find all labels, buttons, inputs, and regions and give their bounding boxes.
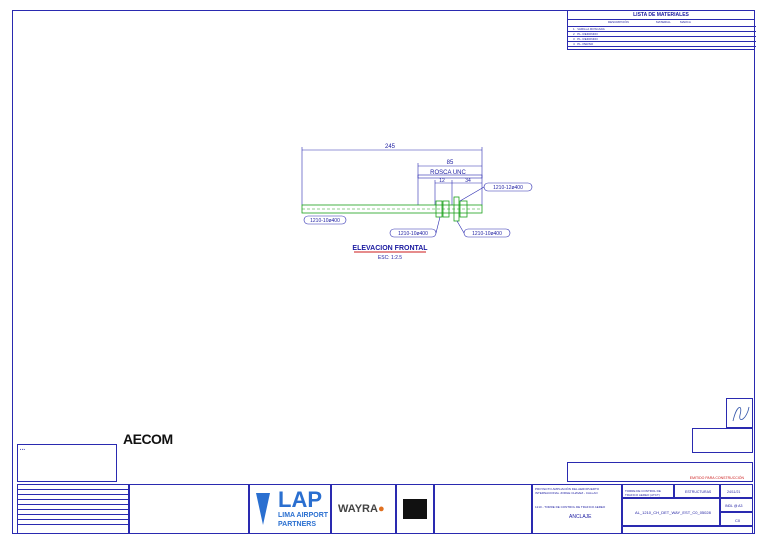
table-row: 1 VARILLA ROSCADA [568, 27, 756, 32]
facility-cell: TORRE DE CONTROL DE TRAFICO AEREO (ATCT) [622, 484, 674, 498]
discipline-name: ESTRUCTURAS [685, 490, 712, 494]
sheet-size-cell: INDL @ A3 [720, 498, 753, 512]
view-title: ELEVACION FRONTAL [352, 245, 428, 252]
materials-header-desc: DESCRIPCIÓN [608, 20, 629, 24]
contractor-logo-cell: WAYRA● [331, 484, 396, 534]
wayra-logo: WAYRA● [338, 503, 385, 515]
tag-rod: 1210-10ø400 [310, 218, 340, 224]
revision-history-table [17, 484, 129, 534]
project-info-cell [434, 484, 532, 534]
general-notes-cell [129, 484, 249, 534]
client-logo-cell: LAP LIMA AIRPORT PARTNERS [249, 484, 331, 534]
revision-value: C0 [735, 518, 741, 523]
bottom-strip [622, 526, 753, 534]
thread-label: ROSCA UNC [430, 170, 466, 176]
date-value: 24/11/21 [727, 490, 741, 494]
dim-total-label: 245 [385, 144, 396, 150]
notes-box: ▸ ▸ ▸ [17, 444, 117, 482]
tag-bottom-2: 1210-10ø400 [472, 231, 502, 237]
drawing-number-cell: AL_1210_CH_DET_WAY_EST_C0_05028 [622, 498, 720, 526]
table-row: 3 PL. REDONDO [568, 37, 756, 42]
aecom-logo: AECOM [123, 431, 173, 447]
project-title-cell: PROYECTO AMPLIACIÓN DEL AEROPUERTO INTER… [532, 484, 622, 534]
revision-cell: C0 [720, 512, 753, 526]
revision-block: EMITIDO PARA CONSTRUCCIÓN [567, 462, 753, 482]
tag-bottom-1: 1210-10ø400 [398, 231, 428, 237]
table-row: 4 PL. PERNO [568, 42, 756, 47]
lap-logo-text: LAP [278, 487, 322, 512]
designer-logo [403, 499, 427, 519]
aecom-info-block [123, 452, 168, 480]
dim-12-label: 12 [439, 178, 445, 184]
nut-right [459, 200, 468, 218]
dim-34-label: 34 [465, 178, 471, 184]
status-stamp: EMITIDO PARA CONSTRUCCIÓN [689, 476, 744, 480]
facility-name: TORRE DE CONTROL DE TRAFICO AEREO (ATCT) [625, 489, 661, 497]
nut-left-2 [442, 200, 450, 218]
signature-stamp [726, 398, 753, 428]
lap-logo-sub2: PARTNERS [278, 521, 316, 528]
materials-header-row: DESCRIPCIÓN MATERIAL MARCA [568, 20, 756, 27]
date-cell: 24/11/21 [720, 484, 753, 498]
table-row: 2 PL. REDONDO [568, 32, 756, 37]
materials-rows: 1 VARILLA ROSCADA 2 PL. REDONDO 3 PL. RE… [568, 27, 756, 47]
materials-header-brand: MARCA [680, 20, 691, 24]
dim-thread-label: 85 [447, 160, 454, 166]
sheet-size: INDL @ A3 [725, 504, 743, 508]
anchor-drawing: 245 85 ROSCA UNC 12 34 1210-10ø400 1210-… [301, 144, 533, 261]
professional-seal [692, 428, 753, 453]
materials-header-material: MATERIAL [656, 20, 671, 24]
drawing-number: AL_1210_CH_DET_WAY_EST_C0_05028 [635, 510, 711, 515]
subproject-name: 1210 - TORRE DE CONTROL DE TRAFICO AEREO [535, 505, 606, 509]
project-name: PROYECTO AMPLIACIÓN DEL AEROPUERTO INTER… [535, 487, 600, 495]
designer-logo-cell [396, 484, 434, 534]
view-scale: ESC: 1:2.5 [378, 255, 402, 261]
plate-right [453, 196, 460, 222]
tag-top: 1210-12ø400 [493, 185, 523, 191]
materials-table-title: LISTA DE MATERIALES [568, 11, 754, 20]
nut-left [435, 200, 443, 218]
drawing-title: ANCLAJE [569, 514, 592, 520]
lap-logo-sub1: LIMA AIRPORT [278, 512, 329, 519]
materials-table: LISTA DE MATERIALES DESCRIPCIÓN MATERIAL… [567, 10, 756, 50]
discipline-cell: ESTRUCTURAS [674, 484, 720, 498]
lap-logo-mark [256, 493, 270, 525]
